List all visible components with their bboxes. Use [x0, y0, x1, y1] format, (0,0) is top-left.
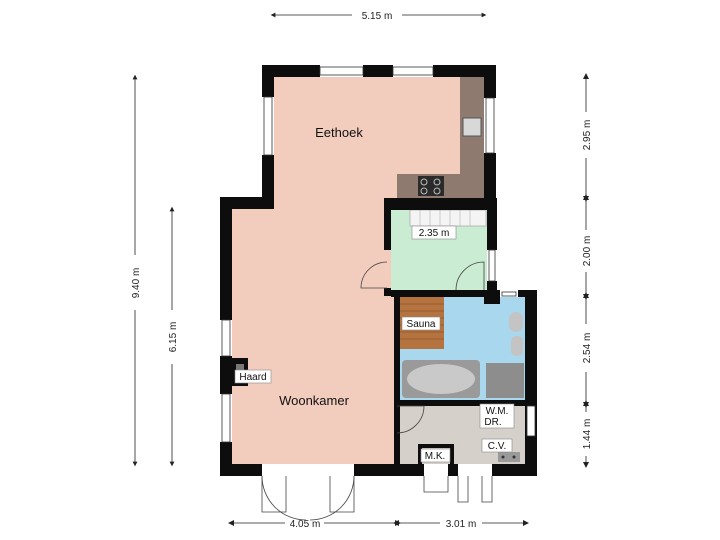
washbasin	[511, 336, 523, 356]
stairs	[409, 209, 487, 227]
sink	[462, 117, 482, 137]
label-haard: Haard	[239, 372, 266, 383]
dim-right-2: 2.00 m	[582, 236, 593, 267]
walls	[220, 65, 537, 476]
room-label-eethoek: Eethoek	[315, 125, 363, 140]
room-label-woonkamer: Woonkamer	[279, 393, 350, 408]
dimension-ticks	[228, 73, 589, 526]
cooktop	[418, 176, 444, 196]
dim-right-1: 2.95 m	[582, 120, 593, 151]
shower	[486, 363, 524, 398]
windows	[221, 66, 536, 443]
dim-bottom-1: 4.05 m	[290, 519, 321, 530]
dim-bottom-2: 3.01 m	[446, 519, 477, 530]
dim-right-4: 1.44 m	[582, 419, 593, 450]
label-wm: W.M.	[486, 406, 509, 417]
label-mk: M.K.	[425, 451, 446, 462]
room-label-sauna: Sauna	[407, 319, 436, 330]
toilet	[509, 312, 523, 332]
dim-left-inner: 6.15 m	[168, 322, 179, 353]
dim-right-3: 2.54 m	[582, 333, 593, 364]
living-dining-floor	[232, 77, 484, 464]
label-dr: DR.	[484, 417, 501, 428]
doors	[261, 261, 493, 521]
dim-left-total: 9.40 m	[131, 268, 142, 299]
cv-boiler	[498, 452, 520, 462]
hall-dimension-label: 2.35 m	[419, 228, 450, 239]
label-cv: C.V.	[488, 441, 507, 452]
dim-top: 5.15 m	[362, 11, 393, 22]
